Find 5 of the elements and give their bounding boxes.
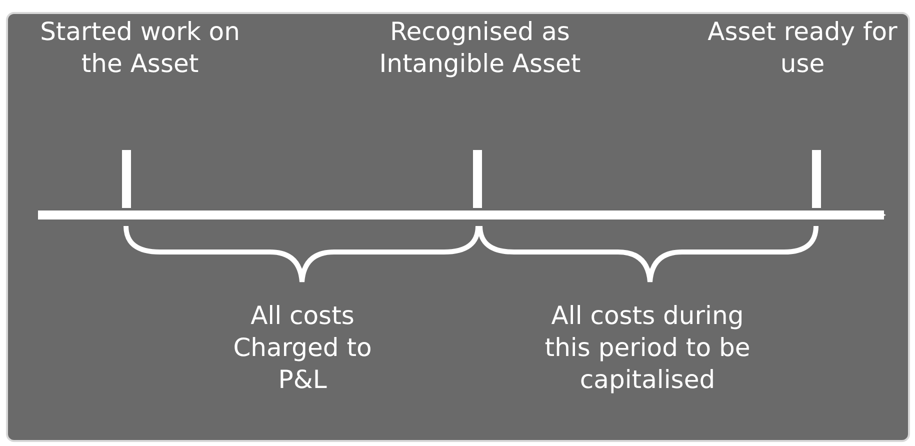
event-label: Recognised as Intangible Asset bbox=[378, 16, 582, 80]
period-note: All costs Charged to P&L bbox=[232, 300, 373, 396]
period-note: All costs during this period to be capitalised bbox=[544, 300, 752, 396]
event-label: Started work on the Asset bbox=[39, 16, 241, 80]
event-label: Asset ready for use bbox=[706, 16, 898, 80]
